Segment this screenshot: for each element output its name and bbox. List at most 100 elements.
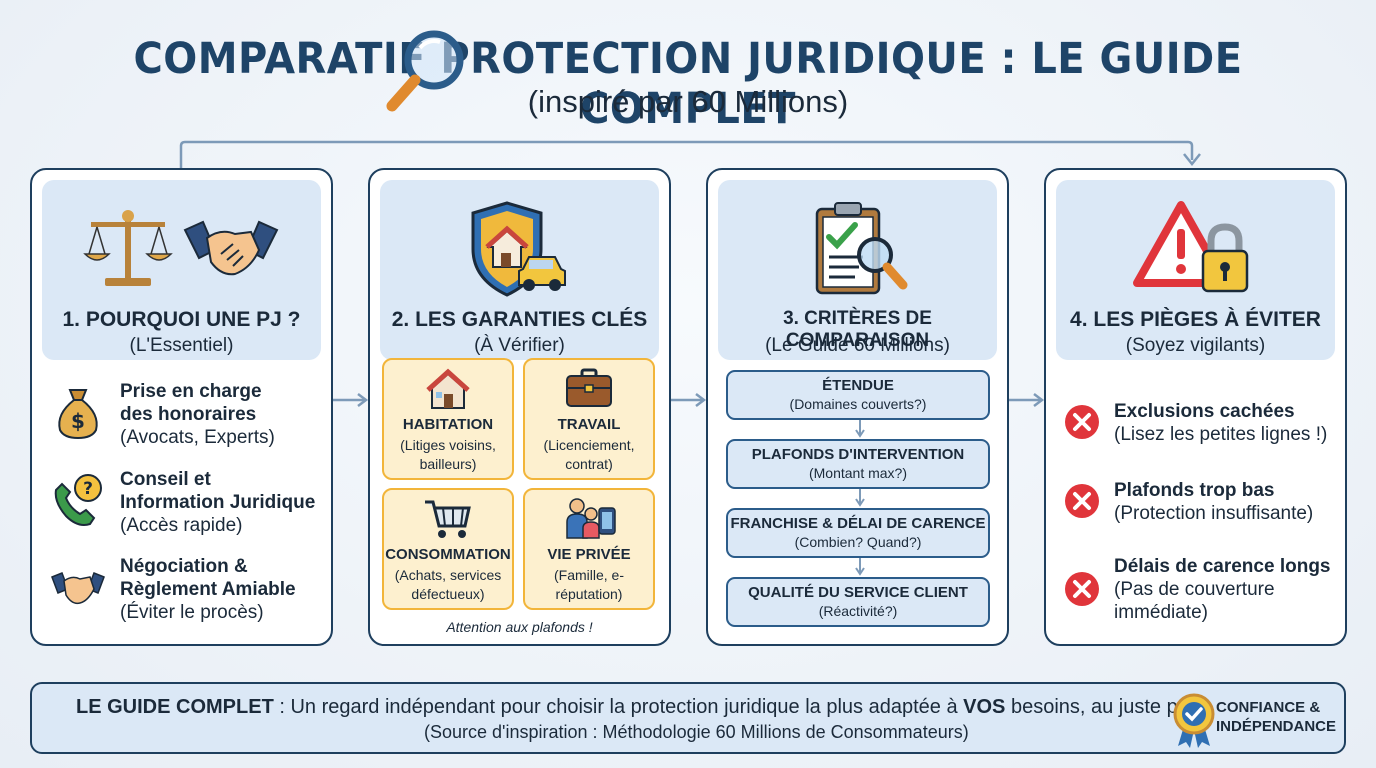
- svg-text:?: ?: [83, 479, 93, 499]
- guarantee-tile-housing: HABITATION (Litiges voisins, bailleurs): [382, 358, 514, 480]
- pitfall-item: Exclusions cachées (Lisez les petites li…: [1064, 400, 1327, 446]
- list-item: ? Conseil et Information Juridique (Accè…: [50, 468, 315, 537]
- flow-arrow: [333, 393, 369, 407]
- criterion-label: PLAFONDS D'INTERVENTION: [751, 446, 965, 463]
- handshake-icon: [51, 572, 105, 605]
- card-header: 4. LES PIÈGES À ÉVITER (Soyez vigilants): [1056, 180, 1335, 360]
- card-pitfalls: 4. LES PIÈGES À ÉVITER (Soyez vigilants)…: [1044, 168, 1347, 646]
- pitfall-detail: (Lisez les petites lignes !): [1114, 424, 1328, 445]
- criterion-detail: (Montant max?): [808, 465, 908, 481]
- flow-arrow: [671, 393, 707, 407]
- clipboard-check-icon: [815, 202, 907, 295]
- badge-label-line1: CONFIANCE &: [1216, 699, 1321, 716]
- criterion-scope: ÉTENDUE (Domaines couverts?): [726, 370, 990, 420]
- error-icon: [1065, 484, 1099, 518]
- card-comparison-criteria: 3. CRITÈRES DE COMPARAISON (Le Guide 60 …: [706, 168, 1009, 646]
- tile-detail-line2: bailleurs): [419, 456, 477, 472]
- shopping-cart-icon: [425, 500, 471, 538]
- card-title: 2. LES GARANTIES CLÉS: [391, 308, 648, 331]
- page-subtitle: (inspiré par 60 Millions): [527, 84, 849, 119]
- house-icon: [426, 368, 470, 409]
- footer-statement: LE GUIDE COMPLET : Un regard indépendant…: [76, 696, 1204, 719]
- card-subtitle: (À Vérifier): [474, 335, 565, 356]
- pitfall-title: Exclusions cachées: [1114, 401, 1295, 422]
- tile-detail-line2: réputation): [555, 586, 623, 602]
- card-title: 4. LES PIÈGES À ÉVITER: [1070, 308, 1321, 331]
- pitfall-title: Plafonds trop bas: [1114, 480, 1275, 501]
- tile-detail-line2: contrat): [565, 456, 613, 472]
- list-item: $ Prise en charge des honoraires (Avocat…: [50, 380, 275, 449]
- tile-detail-line1: (Achats, services: [394, 567, 502, 583]
- pitfall-title: Délais de carence longs: [1114, 556, 1331, 577]
- tile-label: TRAVAIL: [557, 416, 621, 433]
- item-title-line1: Prise en charge: [120, 381, 262, 402]
- pitfall-item: Plafonds trop bas (Protection insuffisan…: [1064, 479, 1313, 525]
- badge-label-line2: INDÉPENDANCE: [1216, 718, 1337, 735]
- criterion-detail: (Combien? Quand?): [794, 534, 922, 550]
- error-icon: [1065, 572, 1099, 606]
- tile-label: CONSOMMATION: [385, 546, 511, 563]
- item-title-line2: des honoraires: [120, 404, 257, 425]
- magnifier-icon: [386, 30, 464, 112]
- footer-banner: LE GUIDE COMPLET : Un regard indépendant…: [30, 682, 1346, 754]
- tile-label: VIE PRIVÉE: [547, 546, 631, 563]
- tile-detail-line1: (Litiges voisins,: [400, 437, 496, 453]
- footer-text-b: besoins, au juste prix.: [1005, 696, 1205, 718]
- badge-label: CONFIANCE & INDÉPENDANCE: [1216, 698, 1336, 736]
- money-bag-icon: $: [58, 389, 98, 440]
- pitfall-detail-line1: (Pas de couverture: [1114, 579, 1275, 600]
- card-subtitle: (Le Guide 60 Millions): [765, 335, 950, 356]
- error-icon: [1065, 405, 1099, 439]
- card-key-guarantees: 2. LES GARANTIES CLÉS (À Vérifier) HABIT…: [368, 168, 671, 646]
- card-header: 3. CRITÈRES DE COMPARAISON (Le Guide 60 …: [718, 180, 997, 360]
- guarantee-tile-work: TRAVAIL (Licenciement, contrat): [523, 358, 655, 480]
- card-header: 2. LES GARANTIES CLÉS (À Vérifier): [380, 180, 659, 360]
- tile-detail-line2: défectueux): [411, 586, 485, 602]
- item-title-line1: Négociation &: [120, 556, 248, 577]
- phone-question-icon: ?: [54, 474, 102, 526]
- card-title: 3. CRITÈRES DE COMPARAISON: [783, 308, 932, 351]
- flow-arrow-down: [855, 420, 865, 438]
- footer-source: (Source d'inspiration : Méthodologie 60 …: [424, 722, 969, 742]
- page-title: COMPARATIF PROTECTION JURIDIQUE : LE GUI…: [133, 34, 1243, 134]
- criterion-deductible: FRANCHISE & DÉLAI DE CARENCE (Combien? Q…: [726, 508, 990, 558]
- handshake-icon: [183, 220, 278, 276]
- shield-house-car-icon: [471, 201, 566, 297]
- card-subtitle: (Soyez vigilants): [1125, 335, 1266, 356]
- list-item: Négociation & Règlement Amiable (Éviter …: [50, 555, 296, 624]
- criterion-label: FRANCHISE & DÉLAI DE CARENCE: [730, 515, 986, 532]
- criterion-label: QUALITÉ DU SERVICE CLIENT: [748, 584, 968, 601]
- card-title: 1. POURQUOI UNE PJ ?: [62, 308, 301, 331]
- guarantee-tile-private-life: VIE PRIVÉE (Famille, e- réputation): [523, 488, 655, 610]
- warning-lock-icon: [1132, 201, 1248, 293]
- card-why-pj: 1. POURQUOI UNE PJ ? (L'Essentiel) $ Pri…: [30, 168, 333, 646]
- flow-arrow-down: [855, 489, 865, 507]
- briefcase-icon: [566, 368, 612, 407]
- card-subtitle: (L'Essentiel): [129, 335, 234, 356]
- award-badge-icon: [1173, 693, 1215, 748]
- pitfall-item: Délais de carence longs (Pas de couvertu…: [1064, 555, 1331, 624]
- card-header: 1. POURQUOI UNE PJ ? (L'Essentiel): [42, 180, 321, 360]
- ceiling-note: Attention aux plafonds !: [446, 619, 593, 635]
- item-detail: (Accès rapide): [120, 515, 243, 536]
- item-title-line1: Conseil et: [120, 469, 211, 490]
- pitfall-detail-line2: immédiate): [1114, 602, 1208, 623]
- footer-emphasis: VOS: [963, 696, 1006, 718]
- flow-arrow-down: [855, 558, 865, 576]
- tile-detail-line1: (Licenciement,: [543, 437, 635, 453]
- footer-lead: LE GUIDE COMPLET: [76, 696, 274, 718]
- criterion-ceilings: PLAFONDS D'INTERVENTION (Montant max?): [726, 439, 990, 489]
- flow-arrow: [1009, 393, 1045, 407]
- criterion-customer-service: QUALITÉ DU SERVICE CLIENT (Réactivité?): [726, 577, 990, 627]
- tile-label: HABITATION: [402, 416, 494, 433]
- item-title-line2: Règlement Amiable: [120, 579, 296, 600]
- tile-detail-line1: (Famille, e-: [553, 567, 624, 583]
- criterion-label: ÉTENDUE: [822, 377, 894, 394]
- scales-icon: [82, 210, 173, 286]
- pitfall-detail: (Protection insuffisante): [1114, 503, 1314, 524]
- family-icon: [566, 498, 616, 539]
- guarantee-tile-consumption: CONSOMMATION (Achats, services défectueu…: [382, 488, 514, 610]
- item-detail: (Éviter le procès): [120, 602, 264, 623]
- criterion-detail: (Réactivité?): [818, 603, 898, 619]
- criterion-detail: (Domaines couverts?): [789, 396, 927, 412]
